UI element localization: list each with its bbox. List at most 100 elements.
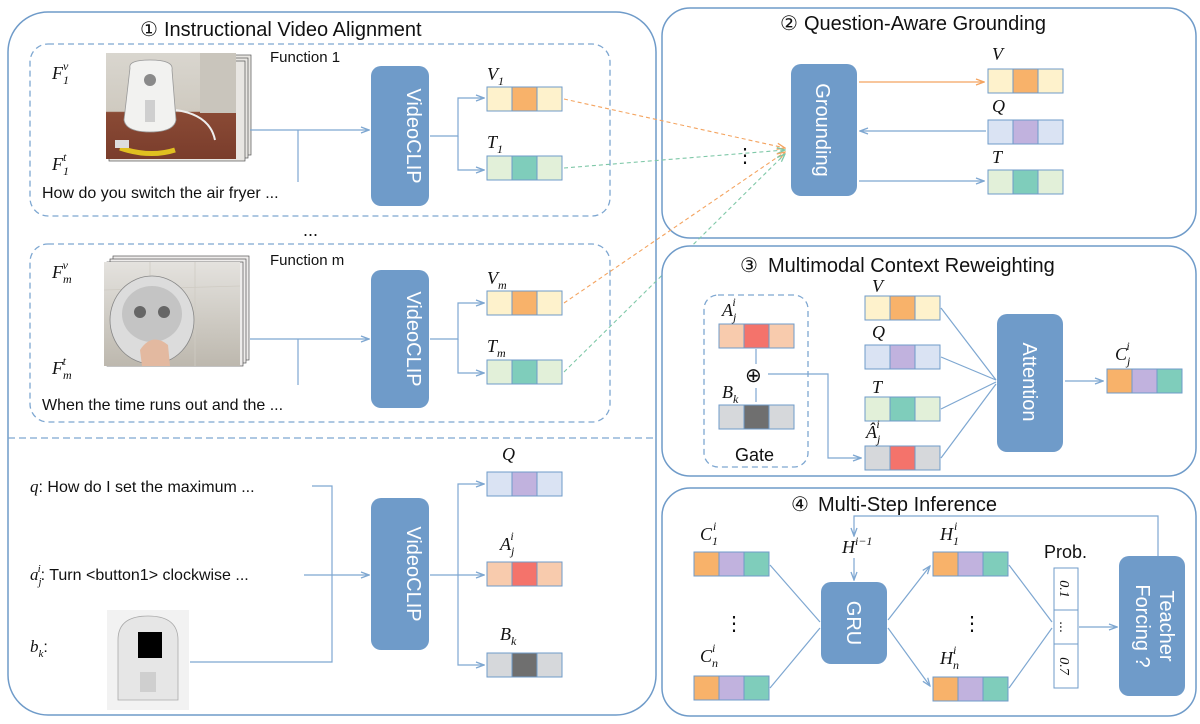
functionm-fv-label: Fmv <box>51 258 72 286</box>
functionm-videoclip-label: VideoCLIP <box>402 291 424 386</box>
inf-h-vdots: ⋮ <box>962 613 982 635</box>
function1-ft-label: F1t <box>51 150 69 178</box>
query-videoclip-label: VideoCLIP <box>402 526 424 621</box>
rew-t-label: T <box>872 377 884 397</box>
teacher-forcing-label-line1: Teacher <box>1155 590 1177 661</box>
panel3-title: Multimodal Context Reweighting <box>768 255 1055 277</box>
query-b-line: bk: <box>30 637 48 660</box>
button-image <box>107 610 189 710</box>
prob-input-lines <box>1008 564 1053 689</box>
inf-cn-label: Cni <box>700 641 718 670</box>
functionm-label: Function m <box>270 252 344 269</box>
functionm-connectors <box>250 303 484 385</box>
grounding-label: Grounding <box>811 83 833 176</box>
query-q-token <box>486 471 563 497</box>
rew-v-token <box>864 295 941 321</box>
functionm-videoclip-module <box>371 270 429 408</box>
panel2-title: Question-Aware Grounding <box>804 13 1046 35</box>
panel1-number: ① <box>140 19 158 41</box>
query-videoclip-module <box>371 498 429 650</box>
query-b-token <box>486 652 563 678</box>
grounding-v-token <box>987 68 1064 94</box>
functionm-video-frames <box>103 255 250 367</box>
inf-h1-token <box>932 551 1009 577</box>
panel-instructional-video-alignment: ① Instructional Video Alignment Function… <box>7 11 657 716</box>
panel2-number: ② <box>780 13 798 35</box>
inf-hprev-label: Hi−1 <box>841 534 872 557</box>
prob-label: Prob. <box>1044 542 1087 562</box>
teacher-feedback-arrow <box>854 515 1159 556</box>
grounding-module <box>791 64 857 196</box>
vm-token <box>486 290 563 316</box>
gru-label: GRU <box>842 601 864 645</box>
v1-token <box>486 86 563 112</box>
gate-a-token <box>718 323 795 349</box>
gate-label: Gate <box>735 445 774 465</box>
inf-hn-label: Hni <box>939 643 959 672</box>
functions-ellipsis: ... <box>303 220 318 240</box>
functionm-box <box>29 243 611 423</box>
function1-text: How do you switch the air fryer ... <box>42 185 279 202</box>
gru-module <box>821 582 887 664</box>
function1-box <box>29 43 611 217</box>
teacher-forcing-label-line2: Forcing ? <box>1131 584 1153 667</box>
attention-input-lines <box>940 307 997 459</box>
tm-label: Tm <box>487 336 506 360</box>
query-q-line: q: How do I set the maximum ... <box>30 477 255 496</box>
inf-cn-token <box>693 675 770 701</box>
functionm-ft-label: Fmt <box>51 354 72 382</box>
rew-c-label: Cji <box>1115 339 1131 368</box>
prob-bottom-value: 0.7 <box>1056 657 1071 676</box>
gru-output-lines <box>887 566 930 686</box>
grounding-t-label: T <box>992 147 1004 167</box>
tm-token <box>486 359 563 385</box>
inf-c-vdots: ⋮ <box>724 613 744 635</box>
prob-vector <box>1053 567 1079 689</box>
panel-question-aware-grounding: ② Question-Aware Grounding Grounding ⋮ V… <box>661 7 1197 239</box>
query-connectors <box>190 484 484 665</box>
vm-label: Vm <box>487 268 507 292</box>
panel3-number: ③ <box>740 255 758 277</box>
panel-multi-step-inference: ④ Multi-Step Inference C1i ⋮ Cni Hi−1 GR… <box>661 487 1197 717</box>
grounding-q-label: Q <box>992 96 1005 116</box>
panel4-number: ④ <box>791 494 809 516</box>
rew-c-token <box>1106 368 1183 394</box>
functionm-text: When the time runs out and the ... <box>42 397 283 414</box>
inf-hn-token <box>932 676 1009 702</box>
query-b-out-label: Bk <box>500 624 517 648</box>
rew-v-label: V <box>872 276 885 296</box>
grounding-q-token <box>987 119 1064 145</box>
panel-multimodal-context-reweighting: ③ Multimodal Context Reweighting Aji ⊕ B… <box>661 245 1197 477</box>
gate-plus-symbol: ⊕ <box>745 365 762 387</box>
function1-videoclip-module <box>371 66 429 206</box>
query-q-out-label: Q <box>502 444 515 464</box>
function1-fv-label: F1v <box>51 59 69 87</box>
inf-c1-token <box>693 551 770 577</box>
function1-connectors <box>250 98 484 182</box>
rew-ahat-label: Âji <box>865 417 881 446</box>
rew-t-token <box>864 396 941 422</box>
rew-ahat-token <box>864 445 941 471</box>
v1-label: V1 <box>487 64 504 88</box>
gate-box <box>703 294 809 468</box>
inf-c1-label: C1i <box>700 519 718 548</box>
prob-mid-value: ... <box>1057 621 1073 633</box>
gate-to-ahat-arrow <box>768 373 861 458</box>
panel4-title: Multi-Step Inference <box>818 494 997 516</box>
query-a-line: aji: Turn <button1> clockwise ... <box>30 563 249 588</box>
function1-videoclip-label: VideoCLIP <box>402 88 424 183</box>
t1-token <box>486 155 563 181</box>
function1-label: Function 1 <box>270 49 340 66</box>
grounding-t-token <box>987 169 1064 195</box>
rew-q-label: Q <box>872 322 885 342</box>
attention-module <box>997 314 1063 452</box>
function1-video-frames <box>106 53 252 162</box>
inf-h1-label: H1i <box>939 519 959 548</box>
rew-q-token <box>864 344 941 370</box>
gru-input-lines <box>769 564 821 689</box>
gate-b-label: Bk <box>722 382 739 406</box>
attention-label: Attention <box>1018 343 1040 422</box>
prob-top-value: 0.1 <box>1056 580 1071 598</box>
t1-label: T1 <box>487 132 503 156</box>
